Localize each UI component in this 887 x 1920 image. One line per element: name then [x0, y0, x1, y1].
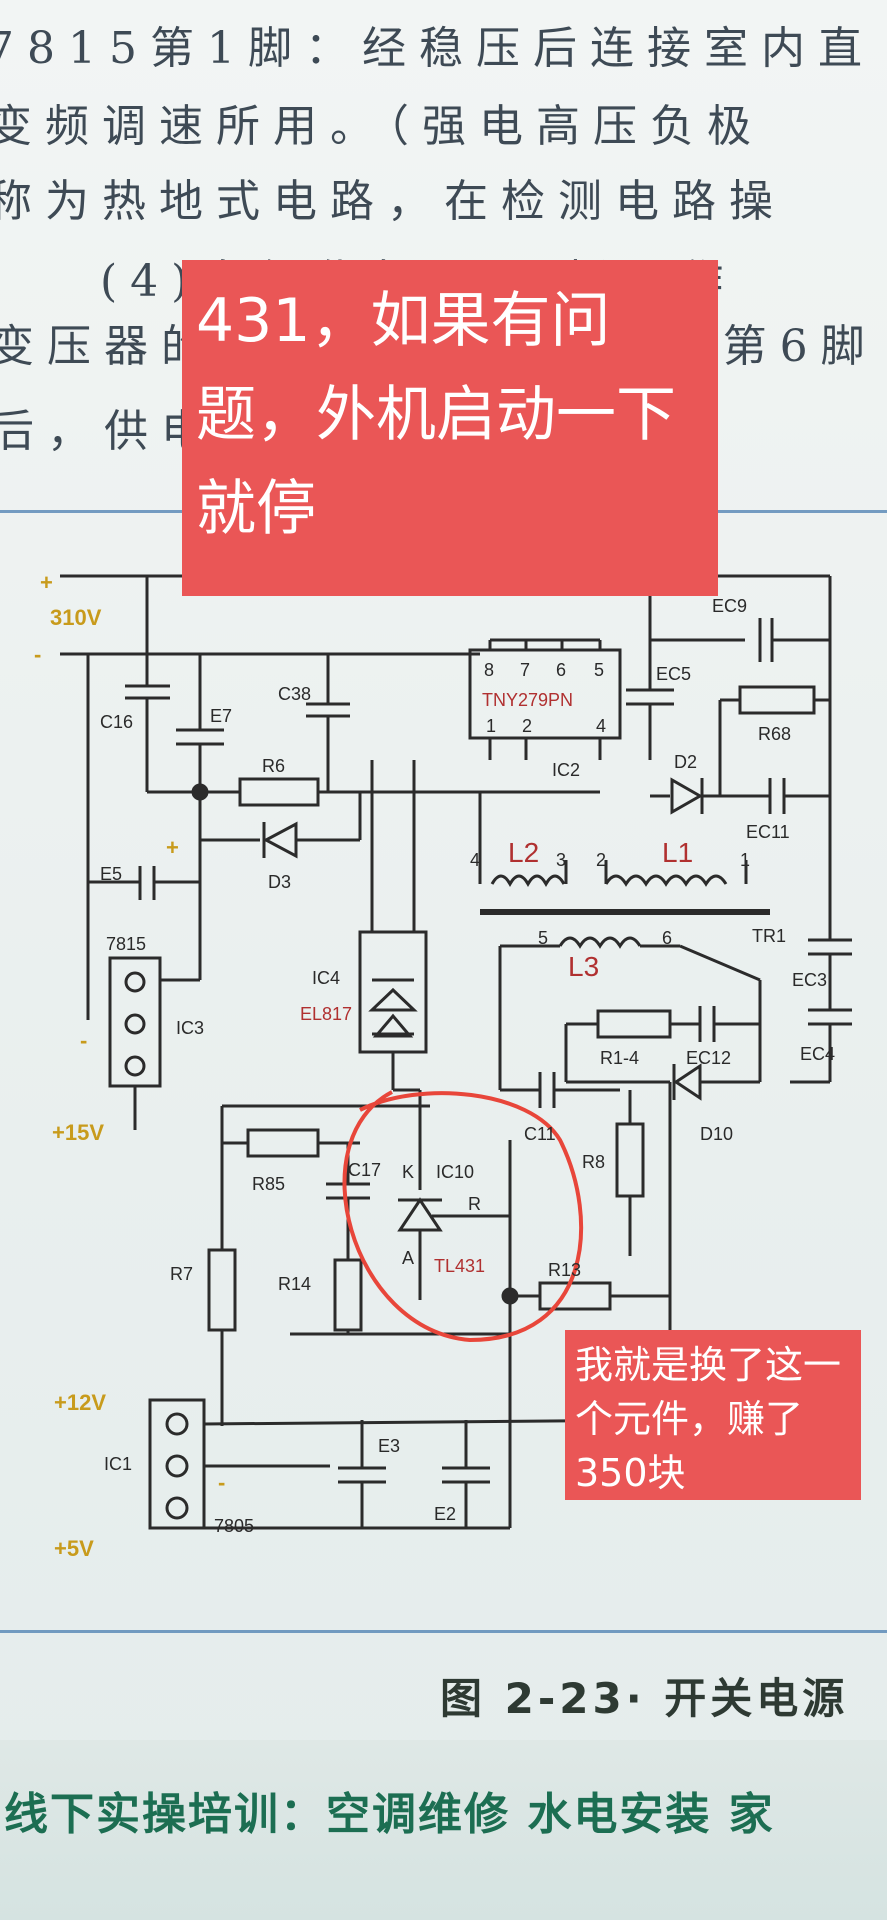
label-pin4: 4 — [596, 716, 606, 736]
label-l3-5: 5 — [538, 928, 548, 948]
label-e7: E7 — [210, 706, 232, 726]
label-a: A — [402, 1248, 414, 1268]
label-ic2: IC2 — [552, 760, 580, 780]
label-7815: 7815 — [106, 934, 146, 954]
book-text-line-3: 称为热地式电路，在检测电路操 — [0, 176, 786, 227]
label-r68: R68 — [758, 724, 791, 744]
label-ic3: IC3 — [176, 1018, 204, 1038]
label-ec9: EC9 — [712, 596, 747, 616]
label-ec12: EC12 — [686, 1048, 731, 1068]
label-ec4: EC4 — [800, 1044, 835, 1064]
circuit-diagram: + 310V - C16 E7 C38 R6 E5 + D3 7815 - IC… — [34, 570, 852, 1561]
label-r7: R7 — [170, 1264, 193, 1284]
label-r8: R8 — [582, 1152, 605, 1172]
label-pin2: 2 — [522, 716, 532, 736]
label-7805: 7805 — [214, 1516, 254, 1536]
book-text-line-1: 7815第1脚：经稳压后连接室内直 — [0, 23, 875, 74]
label-minus: - — [34, 642, 41, 667]
highlight-circle — [342, 1090, 584, 1343]
label-tr1: TR1 — [752, 926, 786, 946]
figure-caption: 图 2-23· 开关电源 — [440, 1674, 849, 1723]
label-c11: C11 — [524, 1124, 556, 1144]
label-tl431: TL431 — [434, 1256, 485, 1276]
label-r6: R6 — [262, 756, 285, 776]
label-l3-6: 6 — [662, 928, 672, 948]
label-ec5: EC5 — [656, 664, 691, 684]
annotation-bottom: 我就是换了这一个元件，赚了350块 — [565, 1330, 861, 1500]
annotation-top: 431，如果有问题，外机启动一下就停 — [182, 260, 718, 596]
label-minus-ic3: - — [80, 1028, 87, 1053]
label-ic4: IC4 — [312, 968, 340, 988]
label-el817: EL817 — [300, 1004, 352, 1024]
label-d2: D2 — [674, 752, 697, 772]
label-minus-ic1: - — [218, 1470, 225, 1495]
label-pin7: 7 — [520, 660, 530, 680]
label-r14: R14 — [278, 1274, 311, 1294]
label-r1-4: R1-4 — [600, 1048, 639, 1068]
label-15v: +15V — [52, 1120, 104, 1145]
label-l2-3: 3 — [556, 850, 566, 870]
label-310v: 310V — [50, 605, 102, 630]
label-l1: L1 — [662, 837, 693, 868]
label-ic10: IC10 — [436, 1162, 474, 1182]
label-ec11: EC11 — [746, 822, 790, 842]
label-r13: R13 — [548, 1260, 581, 1280]
label-c16: C16 — [100, 712, 133, 732]
label-12v: +12V — [54, 1390, 106, 1415]
label-pin6: 6 — [556, 660, 566, 680]
footer-text: 线下实操培训：空调维修 水电安装 家 — [4, 1789, 775, 1840]
label-e3: E3 — [378, 1436, 400, 1456]
label-ec3: EC3 — [792, 970, 827, 990]
label-pin1: 1 — [486, 716, 496, 736]
label-e5: E5 — [100, 864, 122, 884]
label-r85: R85 — [252, 1174, 285, 1194]
label-l2: L2 — [508, 837, 539, 868]
label-r-pin: R — [468, 1194, 481, 1214]
label-ic1: IC1 — [104, 1454, 132, 1474]
footer-band — [0, 1740, 887, 1920]
label-l1-2: 2 — [596, 850, 606, 870]
book-text-line-2: 变频调速所用。（强电高压负极 — [0, 101, 764, 152]
label-plus-e5: + — [166, 835, 179, 860]
label-plus: + — [40, 570, 53, 595]
label-pin5: 5 — [594, 660, 604, 680]
label-d10: D10 — [700, 1124, 733, 1144]
label-c17: C17 — [348, 1160, 381, 1180]
label-l3: L3 — [568, 951, 599, 982]
label-tny279pn: TNY279PN — [482, 690, 573, 710]
label-d3: D3 — [268, 872, 291, 892]
label-l1-1: 1 — [740, 850, 750, 870]
label-5v: +5V — [54, 1536, 94, 1561]
label-c38: C38 — [278, 684, 311, 704]
label-e2: E2 — [434, 1504, 456, 1524]
label-l2-4: 4 — [470, 850, 480, 870]
label-k: K — [402, 1162, 414, 1182]
label-pin8: 8 — [484, 660, 494, 680]
bottom-divider — [0, 1630, 887, 1633]
